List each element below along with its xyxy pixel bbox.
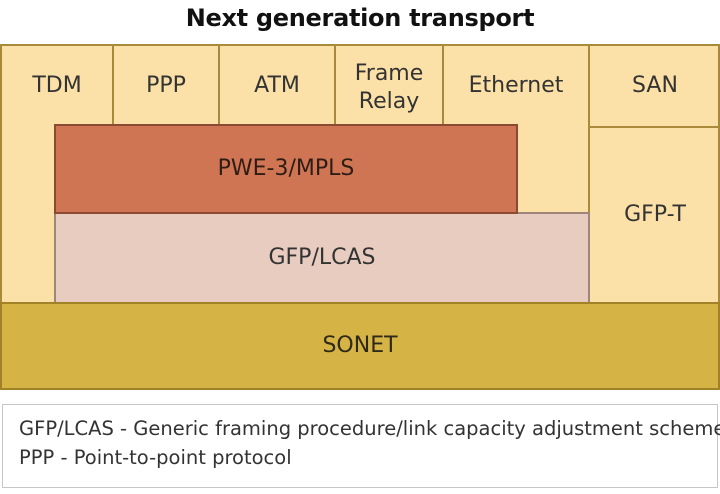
sonet-layer: SONET [0, 302, 720, 390]
cell-tdm: TDM [32, 73, 82, 98]
pwe3-mpls-layer: PWE-3/MPLS [54, 124, 518, 214]
divider [112, 46, 114, 126]
gfp-lcas-layer: GFP/LCAS [54, 212, 590, 304]
divider [442, 46, 444, 126]
diagram-title: Next generation transport [185, 4, 535, 32]
divider [588, 46, 590, 304]
cell-gfp-t: GFP-T [624, 202, 686, 227]
legend-entry-ppp: PPP - Point-to-point protocol [19, 446, 292, 469]
cell-ppp: PPP [146, 73, 186, 98]
cell-frame-relay: Frame Relay [354, 61, 424, 114]
cell-atm: ATM [254, 73, 300, 98]
cell-ethernet: Ethernet [468, 73, 564, 98]
legend-box: GFP/LCAS - Generic framing procedure/lin… [2, 404, 720, 488]
divider [590, 126, 718, 128]
cell-san: SAN [632, 73, 678, 98]
divider [334, 46, 336, 126]
legend-entry-gfp-lcas: GFP/LCAS - Generic framing procedure/lin… [19, 417, 720, 440]
divider [218, 46, 220, 126]
